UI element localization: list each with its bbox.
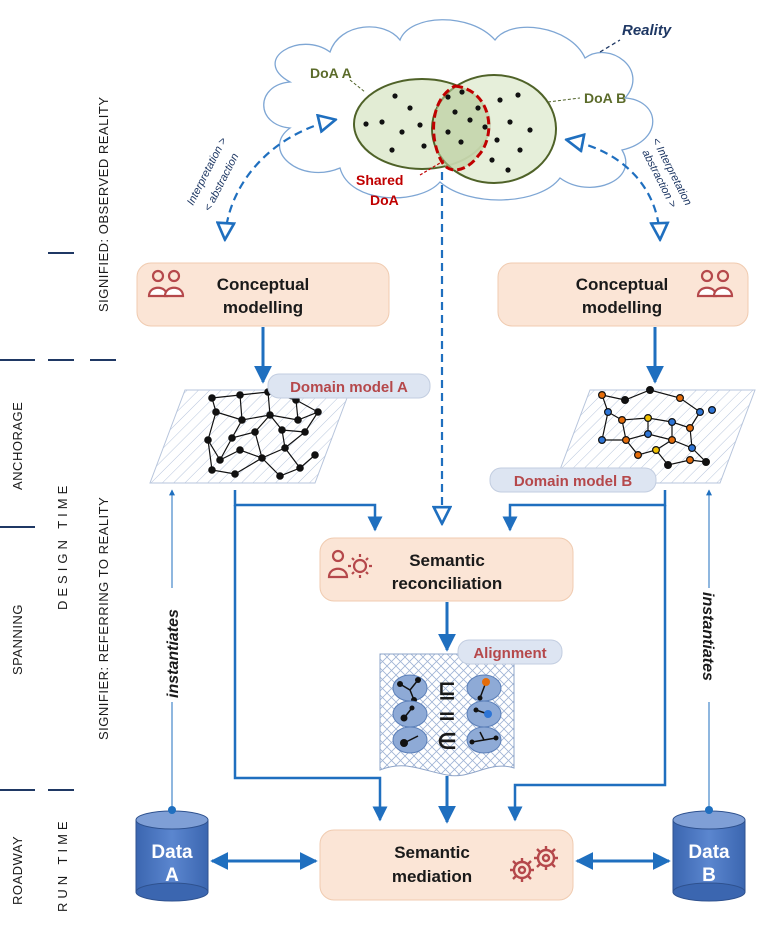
conceptual-left-title-2: modelling bbox=[223, 298, 303, 317]
signifier-label: SIGNIFIER: REFERRING TO REALITY bbox=[96, 497, 111, 740]
person-gear-icon bbox=[327, 549, 372, 579]
arrow-dmb-to-mediation bbox=[507, 505, 667, 822]
network-a bbox=[204, 388, 322, 480]
data-a-database: Data A bbox=[135, 806, 209, 902]
conceptual-modelling-right: Conceptual modelling bbox=[497, 262, 749, 327]
conceptual-right-title-2: modelling bbox=[582, 298, 662, 317]
side-labels: SIGNIFIED: OBSERVED REALITY SIGNIFIER: R… bbox=[0, 96, 116, 912]
symbol-member-of: ∈ bbox=[437, 730, 457, 755]
conceptual-modelling-left: Conceptual modelling bbox=[136, 262, 390, 327]
spanning-label: SPANNING bbox=[10, 604, 25, 675]
design-time-label: DESIGN TIME bbox=[55, 482, 70, 610]
anchorage-label: ANCHORAGE bbox=[10, 402, 25, 490]
instantiates-right: instantiates bbox=[699, 489, 716, 808]
doa-b-label: DoA B bbox=[584, 90, 626, 106]
data-a-label-1: Data bbox=[151, 842, 193, 863]
instantiates-left-label: instantiates bbox=[165, 609, 182, 698]
data-b-label-1: Data bbox=[688, 842, 730, 863]
domain-model-a-label: Domain model A bbox=[290, 379, 408, 396]
domain-model-b-label: Domain model B bbox=[514, 473, 633, 490]
alignment-row-3: ∈ bbox=[392, 726, 502, 755]
interpretation-arc-right bbox=[568, 140, 660, 238]
alignment-document: Alignment ⊑ = ∈ bbox=[379, 639, 563, 777]
alignment-label: Alignment bbox=[473, 645, 546, 662]
arrow-dma-to-reconciliation bbox=[233, 490, 383, 532]
data-a-label-2: A bbox=[165, 865, 179, 886]
instantiates-left: instantiates bbox=[165, 489, 182, 808]
people-icon-left bbox=[147, 269, 185, 298]
semantic-mediation: Semantic mediation bbox=[319, 829, 574, 901]
mediation-title-1: Semantic bbox=[394, 843, 470, 862]
gears-icon bbox=[510, 846, 558, 882]
instantiates-right-label: instantiates bbox=[699, 592, 716, 681]
symbol-subsumes: ⊑ bbox=[438, 678, 456, 703]
shared-doa-label-2: DoA bbox=[370, 192, 399, 208]
domain-model-b: Domain model B bbox=[489, 386, 756, 493]
doa-a-label: DoA A bbox=[310, 65, 352, 81]
doa-a-leader bbox=[349, 79, 366, 93]
reconciliation-title-2: reconciliation bbox=[392, 574, 503, 593]
domain-model-a: Domain model A bbox=[149, 373, 431, 484]
alignment-row-1: ⊑ bbox=[392, 674, 502, 703]
run-time-label: RUN TIME bbox=[55, 817, 70, 912]
conceptual-left-title-1: Conceptual bbox=[217, 275, 310, 294]
symbol-equivalent: = bbox=[438, 704, 456, 729]
roadway-label: ROADWAY bbox=[10, 836, 25, 905]
network-b bbox=[597, 386, 716, 470]
alignment-row-2: = bbox=[392, 700, 502, 729]
signified-label: SIGNIFIED: OBSERVED REALITY bbox=[96, 96, 111, 312]
reconciliation-title-1: Semantic bbox=[409, 551, 485, 570]
doa-points bbox=[363, 89, 533, 173]
arrow-dmb-to-reconciliation bbox=[502, 490, 667, 532]
doa-b-leader bbox=[547, 97, 581, 103]
conceptual-right-title-1: Conceptual bbox=[576, 275, 669, 294]
interpretation-arc-left bbox=[225, 120, 334, 238]
people-icon-right bbox=[696, 269, 734, 298]
shared-doa-region bbox=[432, 84, 491, 172]
reality-leader bbox=[599, 39, 621, 53]
shared-doa-label-1: Shared bbox=[356, 172, 403, 188]
data-b-database: Data B bbox=[672, 806, 746, 902]
mediation-title-2: mediation bbox=[392, 867, 472, 886]
reality-label: Reality bbox=[622, 22, 672, 39]
semantic-reconciliation: Semantic reconciliation bbox=[319, 537, 574, 602]
data-b-label-2: B bbox=[702, 865, 716, 886]
arrow-dma-to-mediation bbox=[233, 505, 388, 822]
